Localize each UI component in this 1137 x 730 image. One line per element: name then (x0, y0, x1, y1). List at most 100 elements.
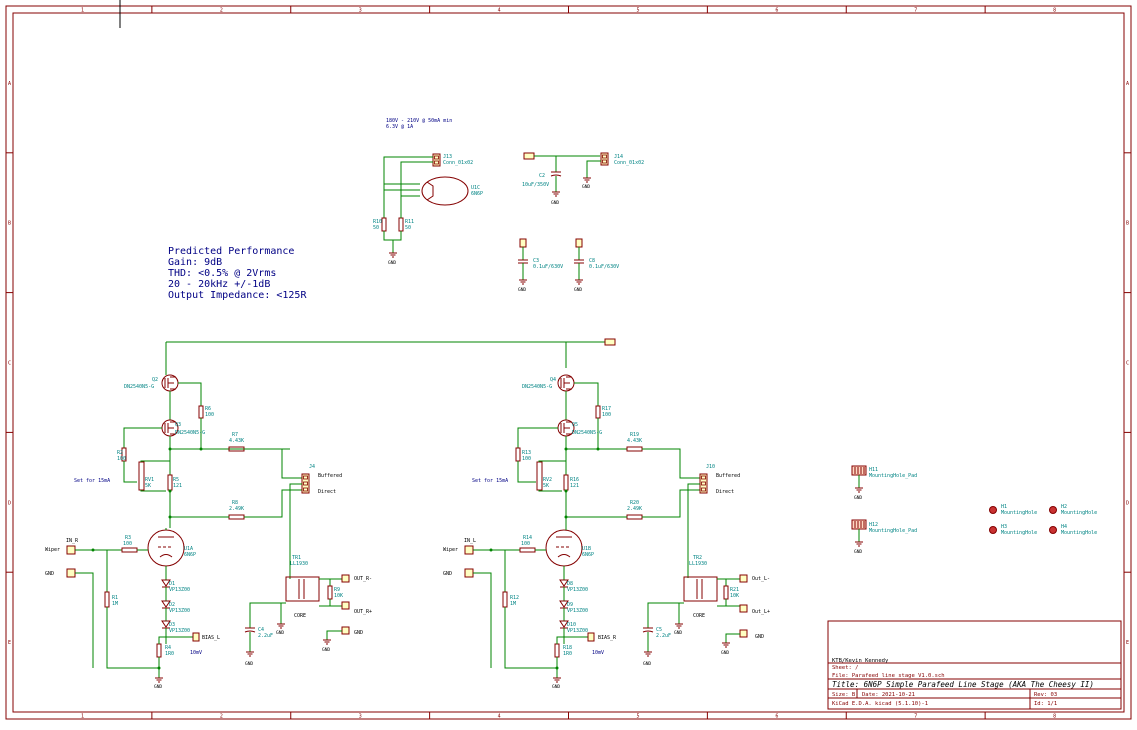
svg-text:VP13Z00: VP13Z00 (169, 628, 190, 634)
svg-text:GND: GND (45, 571, 54, 577)
performance-line: Predicted Performance (168, 246, 294, 257)
svg-text:R8: R8 (232, 500, 238, 506)
svg-text:H1: H1 (1001, 504, 1007, 510)
svg-text:C5: C5 (656, 627, 662, 633)
svg-text:U1B: U1B (582, 546, 591, 552)
svg-text:2.2uF: 2.2uF (656, 633, 671, 639)
resistor-r5 (167, 474, 173, 491)
mounting-hole-h3 (989, 526, 997, 534)
svg-text:100: 100 (602, 412, 611, 418)
svg-text:0.1uF/630V: 0.1uF/630V (589, 264, 619, 270)
svg-text:File: Parafeed line stage V1.0: File: Parafeed line stage V1.0.sch (832, 673, 945, 679)
svg-text:H11: H11 (869, 467, 878, 473)
column-marker: 7 (914, 714, 917, 720)
svg-text:10mV: 10mV (190, 650, 202, 656)
row-marker: B (8, 221, 11, 227)
val-j13: Conn_01x02 (443, 160, 473, 166)
svg-text:Q2: Q2 (152, 377, 158, 383)
resistor-r21 (723, 585, 729, 600)
svg-text:1R0: 1R0 (563, 651, 572, 657)
svg-text:GND: GND (854, 549, 862, 555)
svg-text:100: 100 (521, 541, 530, 547)
svg-text:R3: R3 (125, 535, 131, 541)
svg-text:BIAS_R: BIAS_R (598, 635, 617, 641)
svg-text:1M: 1M (510, 601, 516, 607)
svg-text:H2: H2 (1061, 504, 1067, 510)
svg-text:GND: GND (276, 630, 284, 636)
svg-text:Q3: Q3 (175, 422, 181, 428)
resistor-r4 (156, 643, 162, 658)
svg-text:GND: GND (721, 650, 729, 656)
svg-text:U1A: U1A (184, 546, 193, 552)
svg-text:GND: GND (322, 647, 330, 653)
bias-pin-l (192, 632, 200, 642)
row-marker: A (8, 81, 11, 87)
svg-text:4.43K: 4.43K (229, 438, 244, 444)
svg-text:IN_R: IN_R (66, 538, 79, 544)
svg-text:6N6P: 6N6P (184, 552, 196, 558)
selector-j4 (301, 473, 310, 494)
svg-text:TR1: TR1 (292, 555, 301, 561)
svg-text:2.2uF: 2.2uF (258, 633, 273, 639)
svg-text:C8: C8 (589, 258, 595, 264)
svg-text:GND: GND (518, 287, 526, 293)
row-marker: E (8, 640, 11, 646)
svg-text:50: 50 (405, 225, 411, 231)
connector-j14 (600, 152, 609, 166)
svg-text:Out_L-: Out_L- (752, 576, 770, 582)
svg-text:GND: GND (674, 630, 682, 636)
resistor-r19 (626, 446, 643, 452)
svg-text:R20: R20 (630, 500, 639, 506)
resistor-r12 (502, 591, 508, 608)
svg-text:DN2540N5-G: DN2540N5-G (572, 430, 602, 436)
column-marker: 5 (636, 8, 639, 14)
svg-text:R5: R5 (173, 477, 179, 483)
resistor-r13 (515, 447, 521, 462)
resistor-r18 (554, 643, 560, 658)
svg-text:R11: R11 (405, 219, 414, 225)
hv-flag (523, 152, 535, 160)
svg-text:1M: 1M (112, 601, 118, 607)
resistor-r10 (381, 217, 387, 232)
svg-text:GND: GND (154, 684, 162, 690)
column-marker: 3 (359, 714, 362, 720)
svg-text:10uF/350V: 10uF/350V (522, 182, 549, 188)
column-marker: 7 (914, 8, 917, 14)
svg-text:GND: GND (388, 260, 396, 266)
svg-text:5K: 5K (543, 483, 549, 489)
connector-j13 (432, 153, 441, 167)
potentiometer-rv1 (138, 461, 145, 491)
svg-text:GND: GND (245, 661, 253, 667)
svg-text:6N6P: 6N6P (582, 552, 594, 558)
svg-text:VP13Z00: VP13Z00 (567, 587, 588, 593)
potentiometer-rv2 (536, 461, 543, 491)
column-marker: 8 (1053, 714, 1056, 720)
svg-text:GND: GND (552, 684, 560, 690)
svg-text:LL1930: LL1930 (689, 561, 707, 567)
svg-text:R9: R9 (334, 587, 340, 593)
row-marker: C (1126, 361, 1129, 367)
mounting-holes: H11 MountingHole_Pad GND H12 MountingHol… (851, 465, 1097, 555)
row-marker: D (8, 500, 11, 506)
svg-text:R17: R17 (602, 406, 611, 412)
svg-text:VP13Z00: VP13Z00 (567, 608, 588, 614)
svg-text:121: 121 (570, 483, 579, 489)
svg-text:R12: R12 (510, 595, 519, 601)
row-marker: A (1126, 81, 1129, 87)
svg-text:VP13Z00: VP13Z00 (169, 608, 190, 614)
svg-text:R18: R18 (563, 645, 572, 651)
svg-text:DN2540N5-G: DN2540N5-G (175, 430, 205, 436)
tube-u1b (545, 529, 583, 567)
svg-text:MountingHole_Pad: MountingHole_Pad (869, 473, 917, 479)
svg-text:R21: R21 (730, 587, 739, 593)
svg-text:R14: R14 (523, 535, 532, 541)
resistor-r6 (198, 405, 204, 419)
row-marker: C (8, 361, 11, 367)
row-marker: B (1126, 221, 1129, 227)
svg-text:R19: R19 (630, 432, 639, 438)
svg-text:TR2: TR2 (693, 555, 702, 561)
svg-text:J4: J4 (309, 464, 315, 470)
svg-text:H12: H12 (869, 522, 878, 528)
left-channel: Q2 DN2540N5-G R6 100 Q3 DN2540N5-G R2 10… (45, 374, 372, 690)
